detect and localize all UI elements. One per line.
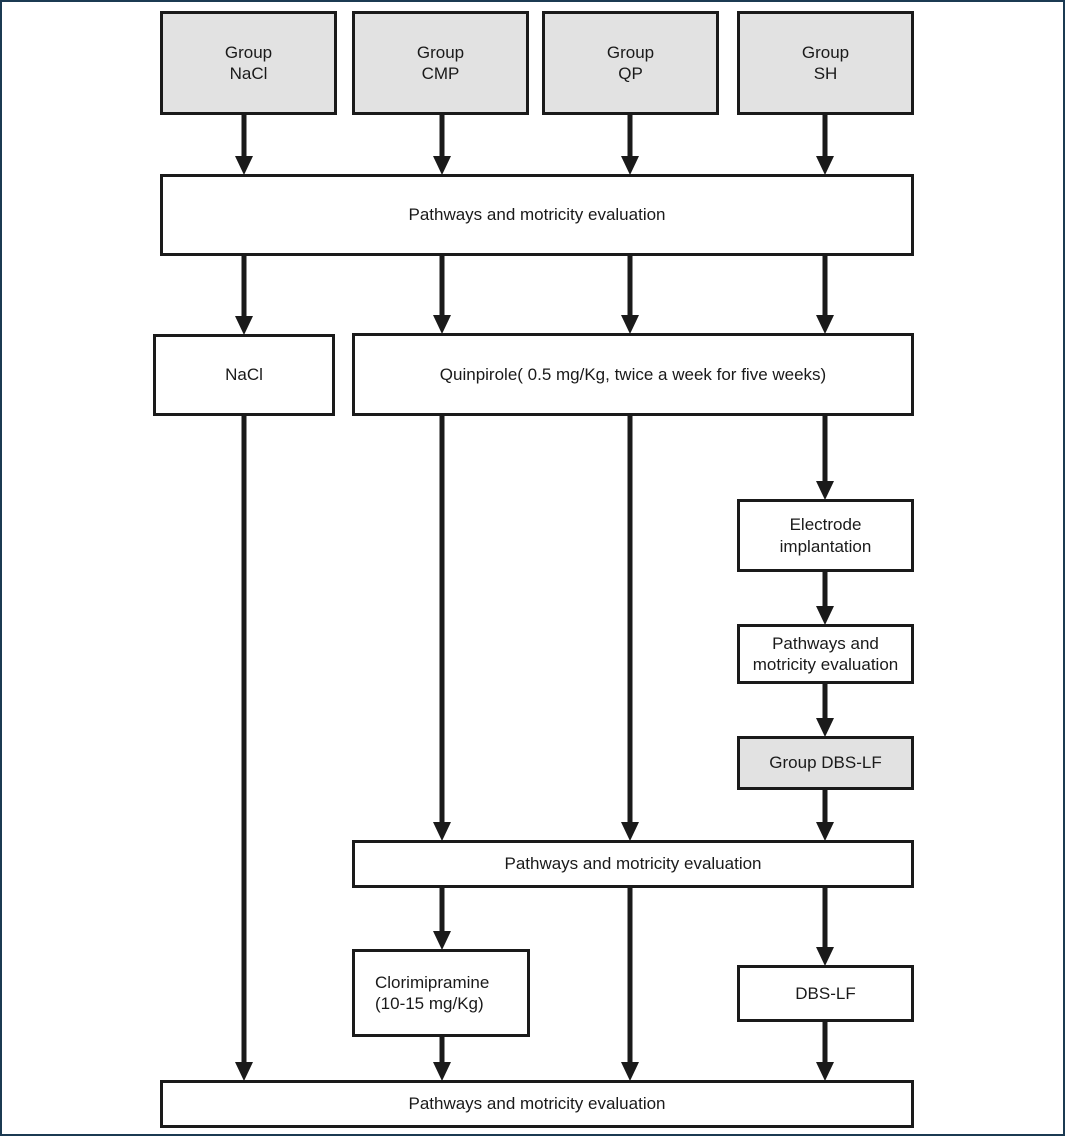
arrow-eval2-to-dbslf <box>816 888 834 966</box>
arrow-eval2-to-eval3 <box>621 888 639 1081</box>
arrow-quin-to-electrode <box>816 416 834 500</box>
node-clorimipramine: Clorimipramine (10-15 mg/Kg) <box>352 949 530 1037</box>
arrow-evaldbs-to-groupdbs <box>816 684 834 737</box>
node-group-dbs-lf: Group DBS-LF <box>737 736 914 790</box>
arrow-clori-to-eval3 <box>433 1037 451 1081</box>
node-label-eval-3: Pathways and motricity evaluation <box>408 1094 666 1114</box>
node-label-group-cmp: Group CMP <box>416 42 465 83</box>
node-label-group-sh: Group SH <box>801 42 850 83</box>
node-label-group-nacl: Group NaCl <box>224 42 273 83</box>
node-label-nacl: NaCl <box>225 365 263 385</box>
node-eval-2: Pathways and motricity evaluation <box>352 840 914 888</box>
node-label-clorimipramine: Clorimipramine (10-15 mg/Kg) <box>375 972 490 1013</box>
arrow-nacl-to-eval3 <box>235 416 253 1081</box>
arrow-eval1-to-quin-c <box>816 256 834 334</box>
arrow-cmp-to-eval1 <box>433 115 451 175</box>
node-group-sh: Group SH <box>737 11 914 115</box>
node-label-eval-1: Pathways and motricity evaluation <box>408 205 666 225</box>
node-group-cmp: Group CMP <box>352 11 529 115</box>
arrow-quin-to-eval2-b <box>621 416 639 841</box>
node-label-group-qp: Group QP <box>606 42 655 83</box>
node-label-quinpirole: Quinpirole( 0.5 mg/Kg, twice a week for … <box>439 364 827 384</box>
node-nacl: NaCl <box>153 334 335 416</box>
node-label-dbs-lf: DBS-LF <box>795 983 856 1003</box>
node-label-group-dbs-lf: Group DBS-LF <box>769 753 882 773</box>
arrow-qp-to-eval1 <box>621 115 639 175</box>
arrow-electrode-to-evaldbs <box>816 572 834 625</box>
arrow-eval1-to-quin-a <box>433 256 451 334</box>
node-eval-1: Pathways and motricity evaluation <box>160 174 914 256</box>
arrow-eval1-to-nacl <box>235 256 253 335</box>
arrow-groupdbs-to-eval2 <box>816 790 834 841</box>
node-electrode: Electrode implantation <box>737 499 914 572</box>
arrow-sh-to-eval1 <box>816 115 834 175</box>
arrow-eval2-to-clori <box>433 888 451 950</box>
node-dbs-lf: DBS-LF <box>737 965 914 1022</box>
node-label-eval-2: Pathways and motricity evaluation <box>504 854 762 874</box>
node-eval-dbs: Pathways and motricity evaluation <box>737 624 914 684</box>
node-label-electrode: Electrode implantation <box>779 515 872 556</box>
node-quinpirole: Quinpirole( 0.5 mg/Kg, twice a week for … <box>352 333 914 416</box>
arrow-quin-to-eval2-a <box>433 416 451 841</box>
node-label-eval-dbs: Pathways and motricity evaluation <box>752 633 899 674</box>
node-group-qp: Group QP <box>542 11 719 115</box>
arrow-eval1-to-quin-b <box>621 256 639 334</box>
node-eval-3: Pathways and motricity evaluation <box>160 1080 914 1128</box>
node-group-nacl: Group NaCl <box>160 11 337 115</box>
arrow-nacl-to-eval1 <box>235 115 253 175</box>
arrow-dbslf-to-eval3 <box>816 1022 834 1081</box>
